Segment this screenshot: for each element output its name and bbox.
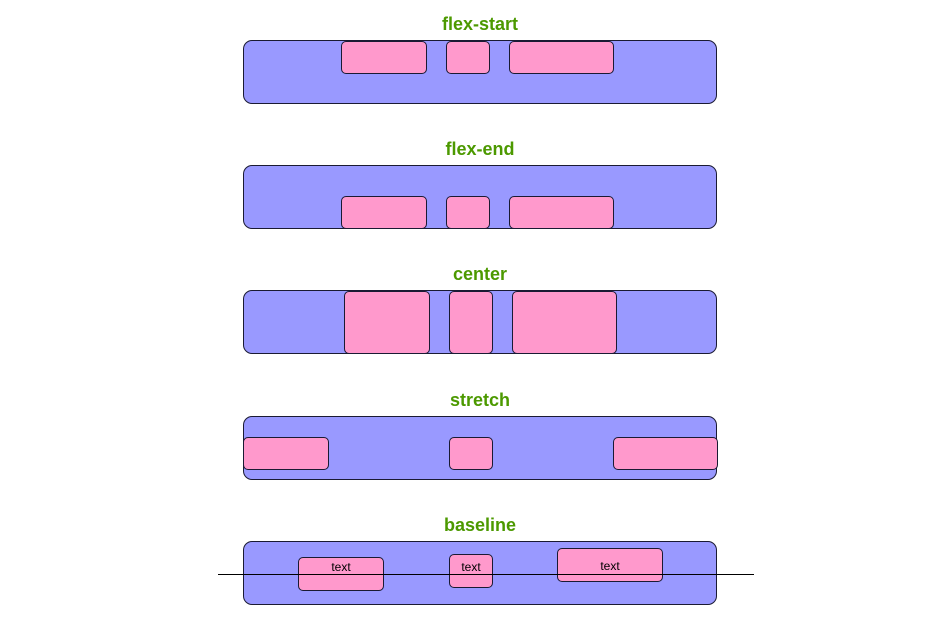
flex-item-3: text <box>557 548 663 582</box>
flex-item-3 <box>512 291 617 354</box>
flex-item-1 <box>344 291 430 354</box>
panel-title-baseline: baseline <box>443 515 517 535</box>
flex-item-2 <box>449 437 493 470</box>
flex-item-3 <box>509 196 614 229</box>
flex-item-2 <box>446 196 490 229</box>
flex-item-3 <box>509 41 614 74</box>
flex-container-flex-end <box>243 165 717 229</box>
flex-item-2: text <box>449 554 493 588</box>
flex-container-flex-start <box>243 40 717 104</box>
flex-item-2 <box>449 291 493 354</box>
flex-container-stretch <box>243 416 718 480</box>
baseline-guide-line <box>218 574 754 575</box>
panel-title-stretch: stretch <box>449 390 511 410</box>
item-text: text <box>461 560 481 574</box>
flex-item-1 <box>243 437 329 470</box>
panel-title-flex-end: flex-end <box>445 139 515 159</box>
flex-container-center <box>243 290 717 354</box>
flex-item-1 <box>341 196 427 229</box>
panel-title-center: center <box>452 264 508 284</box>
flex-item-1 <box>341 41 427 74</box>
flex-item-3 <box>613 437 718 470</box>
flex-item-2 <box>446 41 490 74</box>
item-text: text <box>600 559 620 573</box>
flex-container-baseline: text text text <box>243 541 717 605</box>
item-text: text <box>331 560 351 574</box>
panel-title-flex-start: flex-start <box>441 14 519 34</box>
